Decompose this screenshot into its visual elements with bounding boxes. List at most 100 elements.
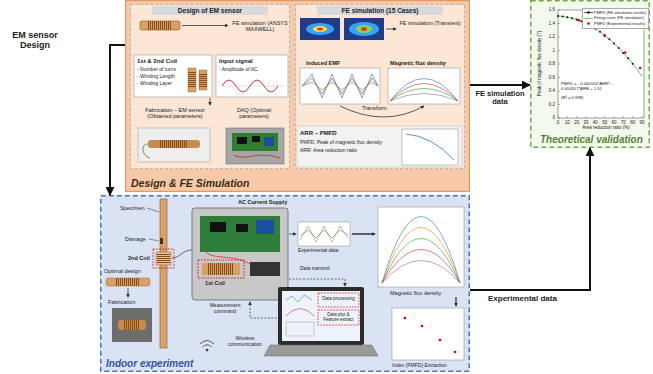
- legend-sample: [584, 10, 593, 15]
- wifi-icon: [203, 345, 212, 347]
- signal-window: [300, 230, 348, 238]
- stage-panel-fill: [101, 196, 470, 372]
- flux-result-plot: [382, 261, 460, 284]
- second-coil: [153, 249, 192, 268]
- sensor-photo: [160, 140, 188, 148]
- step-heading: Design of EM sensor: [152, 6, 268, 15]
- tick-label: 10: [561, 120, 573, 125]
- flux-plot: [390, 79, 458, 102]
- tick-label: 1.6: [540, 7, 555, 12]
- validation-chart: [623, 116, 624, 118]
- first-coil: [198, 260, 244, 278]
- flow-label: Experimental data: [488, 295, 557, 304]
- flux-plot: [390, 94, 458, 102]
- daq-device: [200, 216, 280, 252]
- sensor-photo: [148, 140, 200, 148]
- tick-label: 30: [580, 120, 592, 125]
- validation-chart: [558, 91, 560, 92]
- validation-chart: [639, 67, 642, 70]
- first-coil: [208, 263, 234, 275]
- daq-device: [236, 224, 248, 232]
- step-box-fill: [130, 4, 289, 168]
- validation-chart: [632, 63, 634, 65]
- validation-chart: [642, 116, 643, 118]
- validation-chart: [613, 42, 615, 44]
- specimen-bar: [160, 199, 167, 348]
- stage-panel: Indoor experiment: [100, 195, 470, 372]
- daq-photo: [264, 137, 274, 146]
- annotation-text: - Winding Length: [137, 74, 175, 80]
- annotation-text: Induced EMF: [306, 60, 340, 66]
- fe-field-plot: [297, 18, 462, 167]
- first-coil: [198, 260, 244, 278]
- legend-sample: [584, 16, 593, 21]
- daq-photo: [232, 133, 278, 151]
- validation-chart: [603, 34, 606, 37]
- validation-chart: [558, 37, 560, 38]
- second-coil: [157, 253, 170, 264]
- annotation-text: AC Current Supply: [238, 199, 287, 205]
- optimal-sensor-sketch: [106, 278, 150, 286]
- annotation-text: Wireless communication: [222, 336, 268, 347]
- annotation-text: ARR: Area reduction ratio: [300, 148, 357, 154]
- fe-field-plot: [317, 28, 323, 31]
- flow-arrow: [289, 234, 296, 235]
- flux-result-plot: [382, 239, 460, 284]
- tick-label: 0.8: [540, 61, 555, 66]
- validation-chart: [558, 10, 560, 11]
- tick-label: 70: [617, 120, 629, 125]
- annotation-text: 2nd Coil: [128, 255, 150, 261]
- annotation-text: ARR – PMFD: [300, 130, 337, 137]
- laptop: [282, 291, 360, 341]
- tick-label: 90: [636, 120, 648, 125]
- coil-symbol: [188, 68, 207, 92]
- stage-panel-fill: [531, 1, 650, 148]
- step-heading: FE simulation (15 Cases): [317, 6, 443, 15]
- axis-title: Area reduction ratio (%): [570, 125, 642, 130]
- second-coil: [156, 252, 171, 265]
- annotation-text: Magnetic flux density: [390, 60, 446, 66]
- annotation-text: Fabrication: [108, 299, 135, 305]
- tick-label: 40: [589, 120, 601, 125]
- validation-chart: [558, 118, 560, 119]
- tick-label: 0.2: [540, 102, 555, 107]
- annotation-text: FE simulation (ANSYS MAXWELL): [230, 20, 290, 32]
- fabricated-sensor-photo: [118, 320, 146, 330]
- signal-window: [298, 222, 350, 246]
- flow-label: FE simulation data: [472, 90, 528, 107]
- validation-chart: [562, 15, 564, 17]
- emf-plot: [300, 68, 380, 104]
- leader-line: [147, 208, 159, 241]
- coil-symbol: [199, 73, 207, 87]
- flow-arrow: [289, 279, 345, 286]
- first-coil: [202, 263, 240, 275]
- annotation-text: FE simulation (Transient): [398, 20, 462, 26]
- daq-device: [210, 222, 226, 232]
- parameter-box: [134, 55, 212, 97]
- index-plot: [392, 308, 464, 360]
- daq-photo: [226, 128, 284, 164]
- sensor-photo: [138, 128, 210, 162]
- validation-chart: [558, 50, 560, 51]
- flow-arrow: [128, 288, 129, 297]
- coil-symbol: [188, 72, 196, 88]
- annotation-text: Measurement command: [206, 303, 244, 314]
- fe-field-plot: [344, 18, 384, 40]
- annotation-text: - Amplitude of AC: [219, 67, 258, 73]
- validation-chart: [566, 16, 568, 18]
- flux-result-plot: [382, 228, 460, 284]
- parameter-box: [134, 55, 288, 97]
- tick-label: 1.4: [540, 21, 555, 26]
- annotation-text: 1st & 2nd Coil: [137, 58, 177, 65]
- stage-panel-fill: [126, 1, 470, 192]
- flux-result-plot: [378, 207, 464, 287]
- fe-field-plot: [297, 126, 462, 167]
- arr-pmfd-plot: [406, 134, 454, 160]
- laptop: [264, 345, 378, 356]
- index-plot: [421, 325, 424, 328]
- annotation-text: PMFD: Peak of magnetic flux density: [300, 140, 382, 146]
- tick-label: 60: [608, 120, 620, 125]
- laptop: [318, 293, 359, 307]
- tick-label: 0.4: [540, 88, 555, 93]
- flow-label: EM sensor Design: [4, 30, 66, 50]
